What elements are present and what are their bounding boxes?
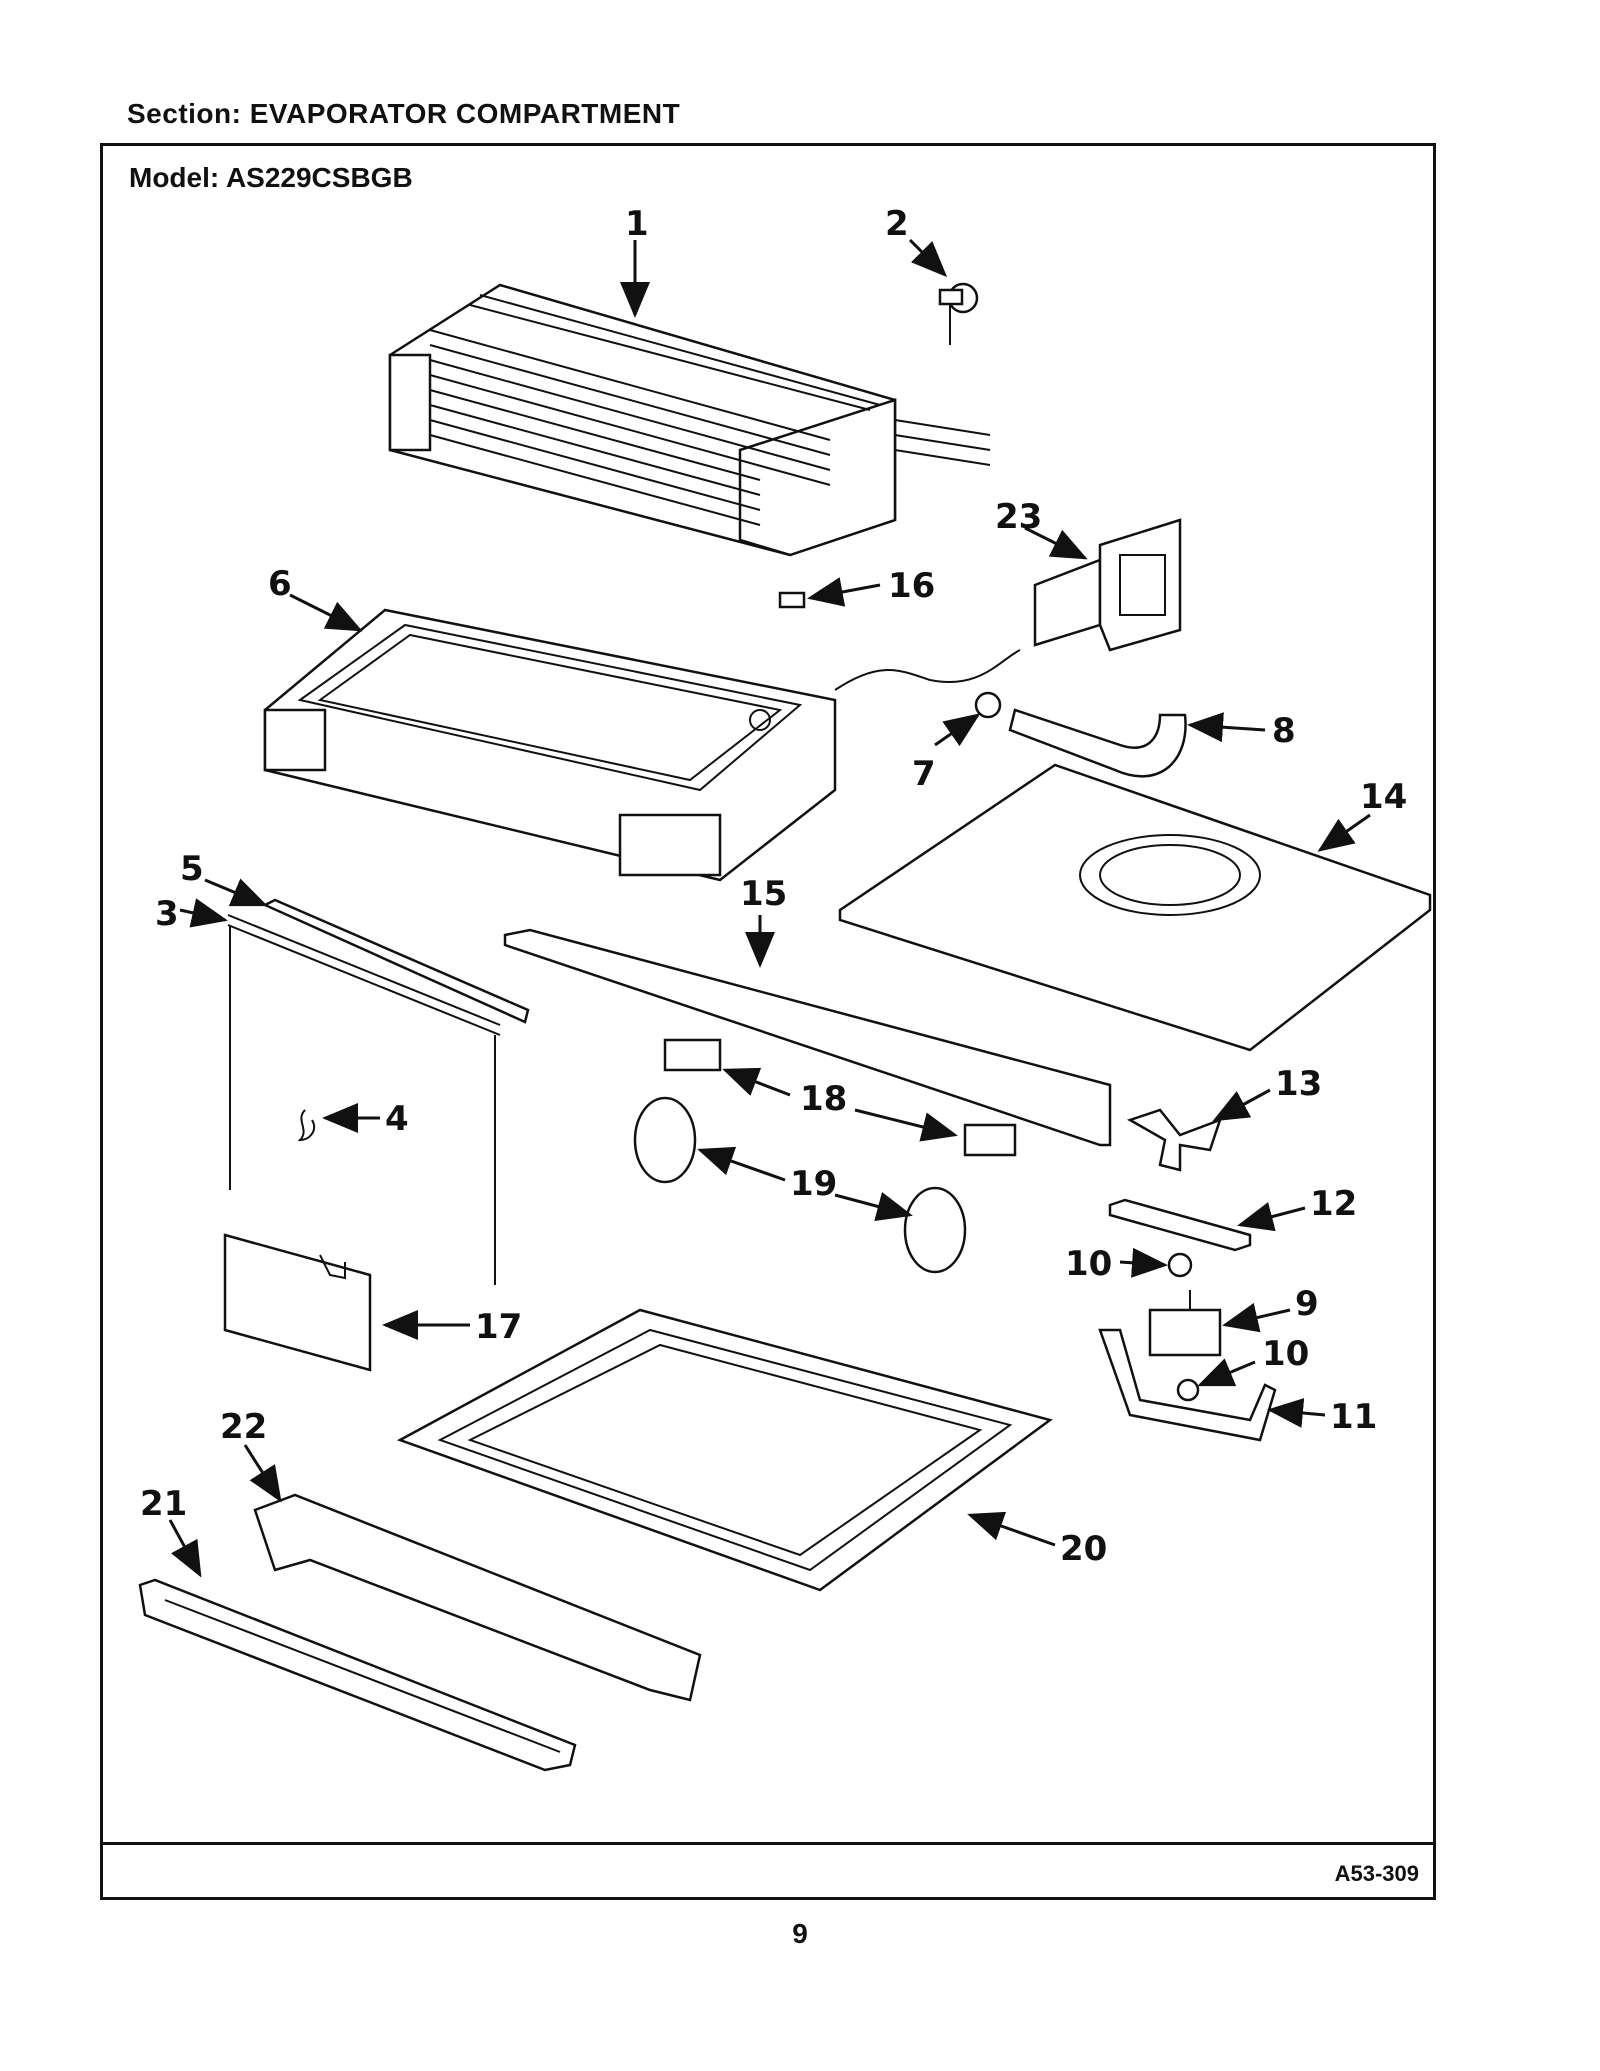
grommet-part-10-b (1176, 1378, 1200, 1402)
callout-12: 12 (1310, 1184, 1357, 1224)
callout-20: 20 (1060, 1529, 1107, 1569)
shelf-part-20 (396, 1308, 1053, 1592)
callout-22: 22 (220, 1407, 267, 1447)
callout-10-lower: 10 (1262, 1334, 1309, 1374)
drawing-code: A53-309 (1334, 1861, 1419, 1886)
panel-part-17 (223, 1233, 372, 1372)
lamp-socket-part-18-a (663, 1038, 722, 1072)
callout-21: 21 (140, 1484, 187, 1524)
callout-23: 23 (995, 497, 1042, 537)
shelf-frame-part-22 (253, 1493, 702, 1702)
section-title: Section: EVAPORATOR COMPARTMENT (127, 98, 681, 129)
duct-part-23 (1033, 518, 1182, 652)
clip-part-16 (778, 591, 806, 609)
motor-bracket-part-11 (1098, 1328, 1277, 1442)
callout-10-upper: 10 (1065, 1244, 1112, 1284)
fan-motor-part-9 (1148, 1290, 1222, 1357)
thermostat-part-2 (938, 282, 979, 345)
callout-11: 11 (1330, 1397, 1377, 1437)
wire-hanger-part-3 (227, 914, 501, 1285)
callout-3: 3 (155, 894, 179, 934)
footer-divider (103, 1842, 1433, 1845)
diagram-frame: Model: AS229CSBGB A53-309 (100, 143, 1436, 1900)
grommet-part-7 (974, 691, 1002, 719)
fan-blade-part-13 (1126, 1108, 1223, 1172)
grommet-part-10-a (1167, 1252, 1193, 1278)
callout-arrows (168, 238, 1371, 1578)
callout-7: 7 (912, 754, 936, 794)
callout-13: 13 (1275, 1064, 1322, 1104)
light-shield-part-15 (503, 928, 1112, 1147)
callout-labels: 1 2 23 16 6 7 8 14 15 5 3 4 18 19 13 12 … (140, 204, 1407, 1569)
page-number: 9 (792, 1918, 808, 1949)
bracket-part-12 (1108, 1198, 1252, 1252)
drain-tube-part-8 (1008, 708, 1187, 778)
callout-5: 5 (180, 849, 204, 889)
evaporator-part-1 (388, 283, 991, 557)
callout-14: 14 (1360, 777, 1407, 817)
callout-2: 2 (885, 204, 909, 244)
drain-pan-part-6 (263, 608, 1021, 882)
light-bulb-part-19-a (633, 1096, 697, 1184)
callout-17: 17 (475, 1307, 522, 1347)
lamp-socket-part-18-b (963, 1123, 1017, 1157)
callout-1: 1 (625, 204, 649, 244)
callout-16: 16 (888, 566, 935, 606)
callout-8: 8 (1272, 711, 1296, 751)
grille-part-21 (138, 1578, 577, 1772)
light-bulb-part-19-b (903, 1186, 967, 1274)
hook-part-4 (297, 1109, 316, 1142)
trim-strip-part-5 (262, 898, 530, 1024)
fan-cover-part-14 (838, 763, 1432, 1052)
callout-6: 6 (268, 564, 292, 604)
callout-18: 18 (800, 1079, 847, 1119)
callout-19: 19 (790, 1164, 837, 1204)
callout-4: 4 (385, 1099, 409, 1139)
callout-9: 9 (1295, 1284, 1319, 1324)
model-title: Model: AS229CSBGB (129, 162, 413, 193)
callout-15: 15 (740, 874, 787, 914)
